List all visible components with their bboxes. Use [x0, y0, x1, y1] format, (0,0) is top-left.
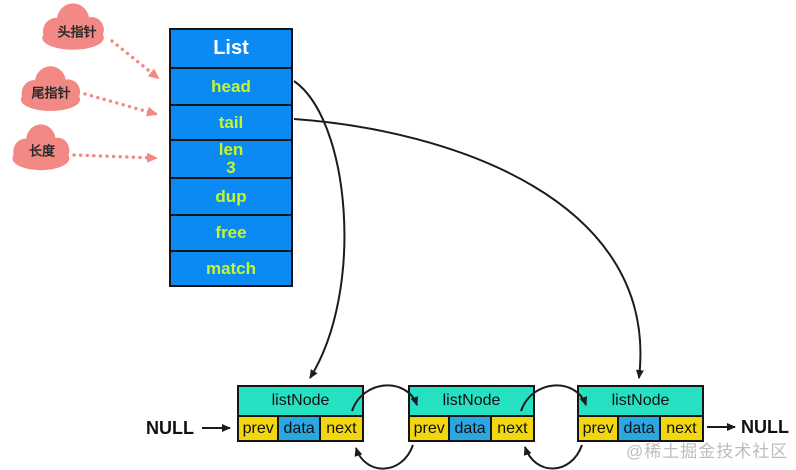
- node1-title: listNode: [239, 387, 362, 415]
- field-len-value: 3: [226, 158, 236, 177]
- node2-next-cell: next: [491, 417, 534, 440]
- node2-title: listNode: [410, 387, 533, 415]
- field-tail: tail: [171, 104, 291, 139]
- node1-next-cell: next: [320, 417, 363, 440]
- list-node-1: listNode prev data next: [237, 385, 364, 442]
- list-node-2: listNode prev data next: [408, 385, 535, 442]
- node3-next-cell: next: [660, 417, 703, 440]
- null-label-right: NULL: [741, 417, 789, 437]
- tail-to-node3-arrow: [293, 118, 644, 379]
- null-label-left: NULL: [146, 418, 194, 438]
- list-struct-table: List head tail len 3 dup free match: [169, 28, 293, 287]
- node2-prev-arrow: [354, 444, 414, 470]
- node2-data-cell: data: [448, 417, 492, 440]
- head-to-node1-arrow: [293, 80, 346, 379]
- dotted-arrow-head: [110, 39, 160, 80]
- node1-prev-cell: prev: [239, 417, 278, 440]
- cloud-label-tail-pointer: 尾指针: [31, 85, 71, 101]
- list-node-3: listNode prev data next: [577, 385, 704, 442]
- field-len-label: len: [218, 140, 244, 160]
- field-head: head: [171, 67, 291, 104]
- node3-prev-arrow: [523, 444, 583, 470]
- field-dup: dup: [171, 177, 291, 214]
- node3-prev-cell: prev: [579, 417, 618, 440]
- cloud-label-length: 长度: [28, 143, 56, 159]
- node1-data-cell: data: [277, 417, 321, 440]
- cloud-label-head-pointer: 头指针: [57, 24, 97, 40]
- node3-title: listNode: [579, 387, 702, 415]
- node3-data-cell: data: [617, 417, 661, 440]
- node2-prev-cell: prev: [410, 417, 449, 440]
- field-len: len 3: [171, 139, 291, 177]
- list-struct-title: List: [213, 37, 249, 59]
- watermark: @稀土掘金技术社区: [626, 442, 789, 461]
- dotted-arrow-len: [72, 152, 158, 163]
- dotted-arrow-tail: [83, 92, 158, 117]
- field-free: free: [171, 214, 291, 250]
- field-match: match: [171, 250, 291, 285]
